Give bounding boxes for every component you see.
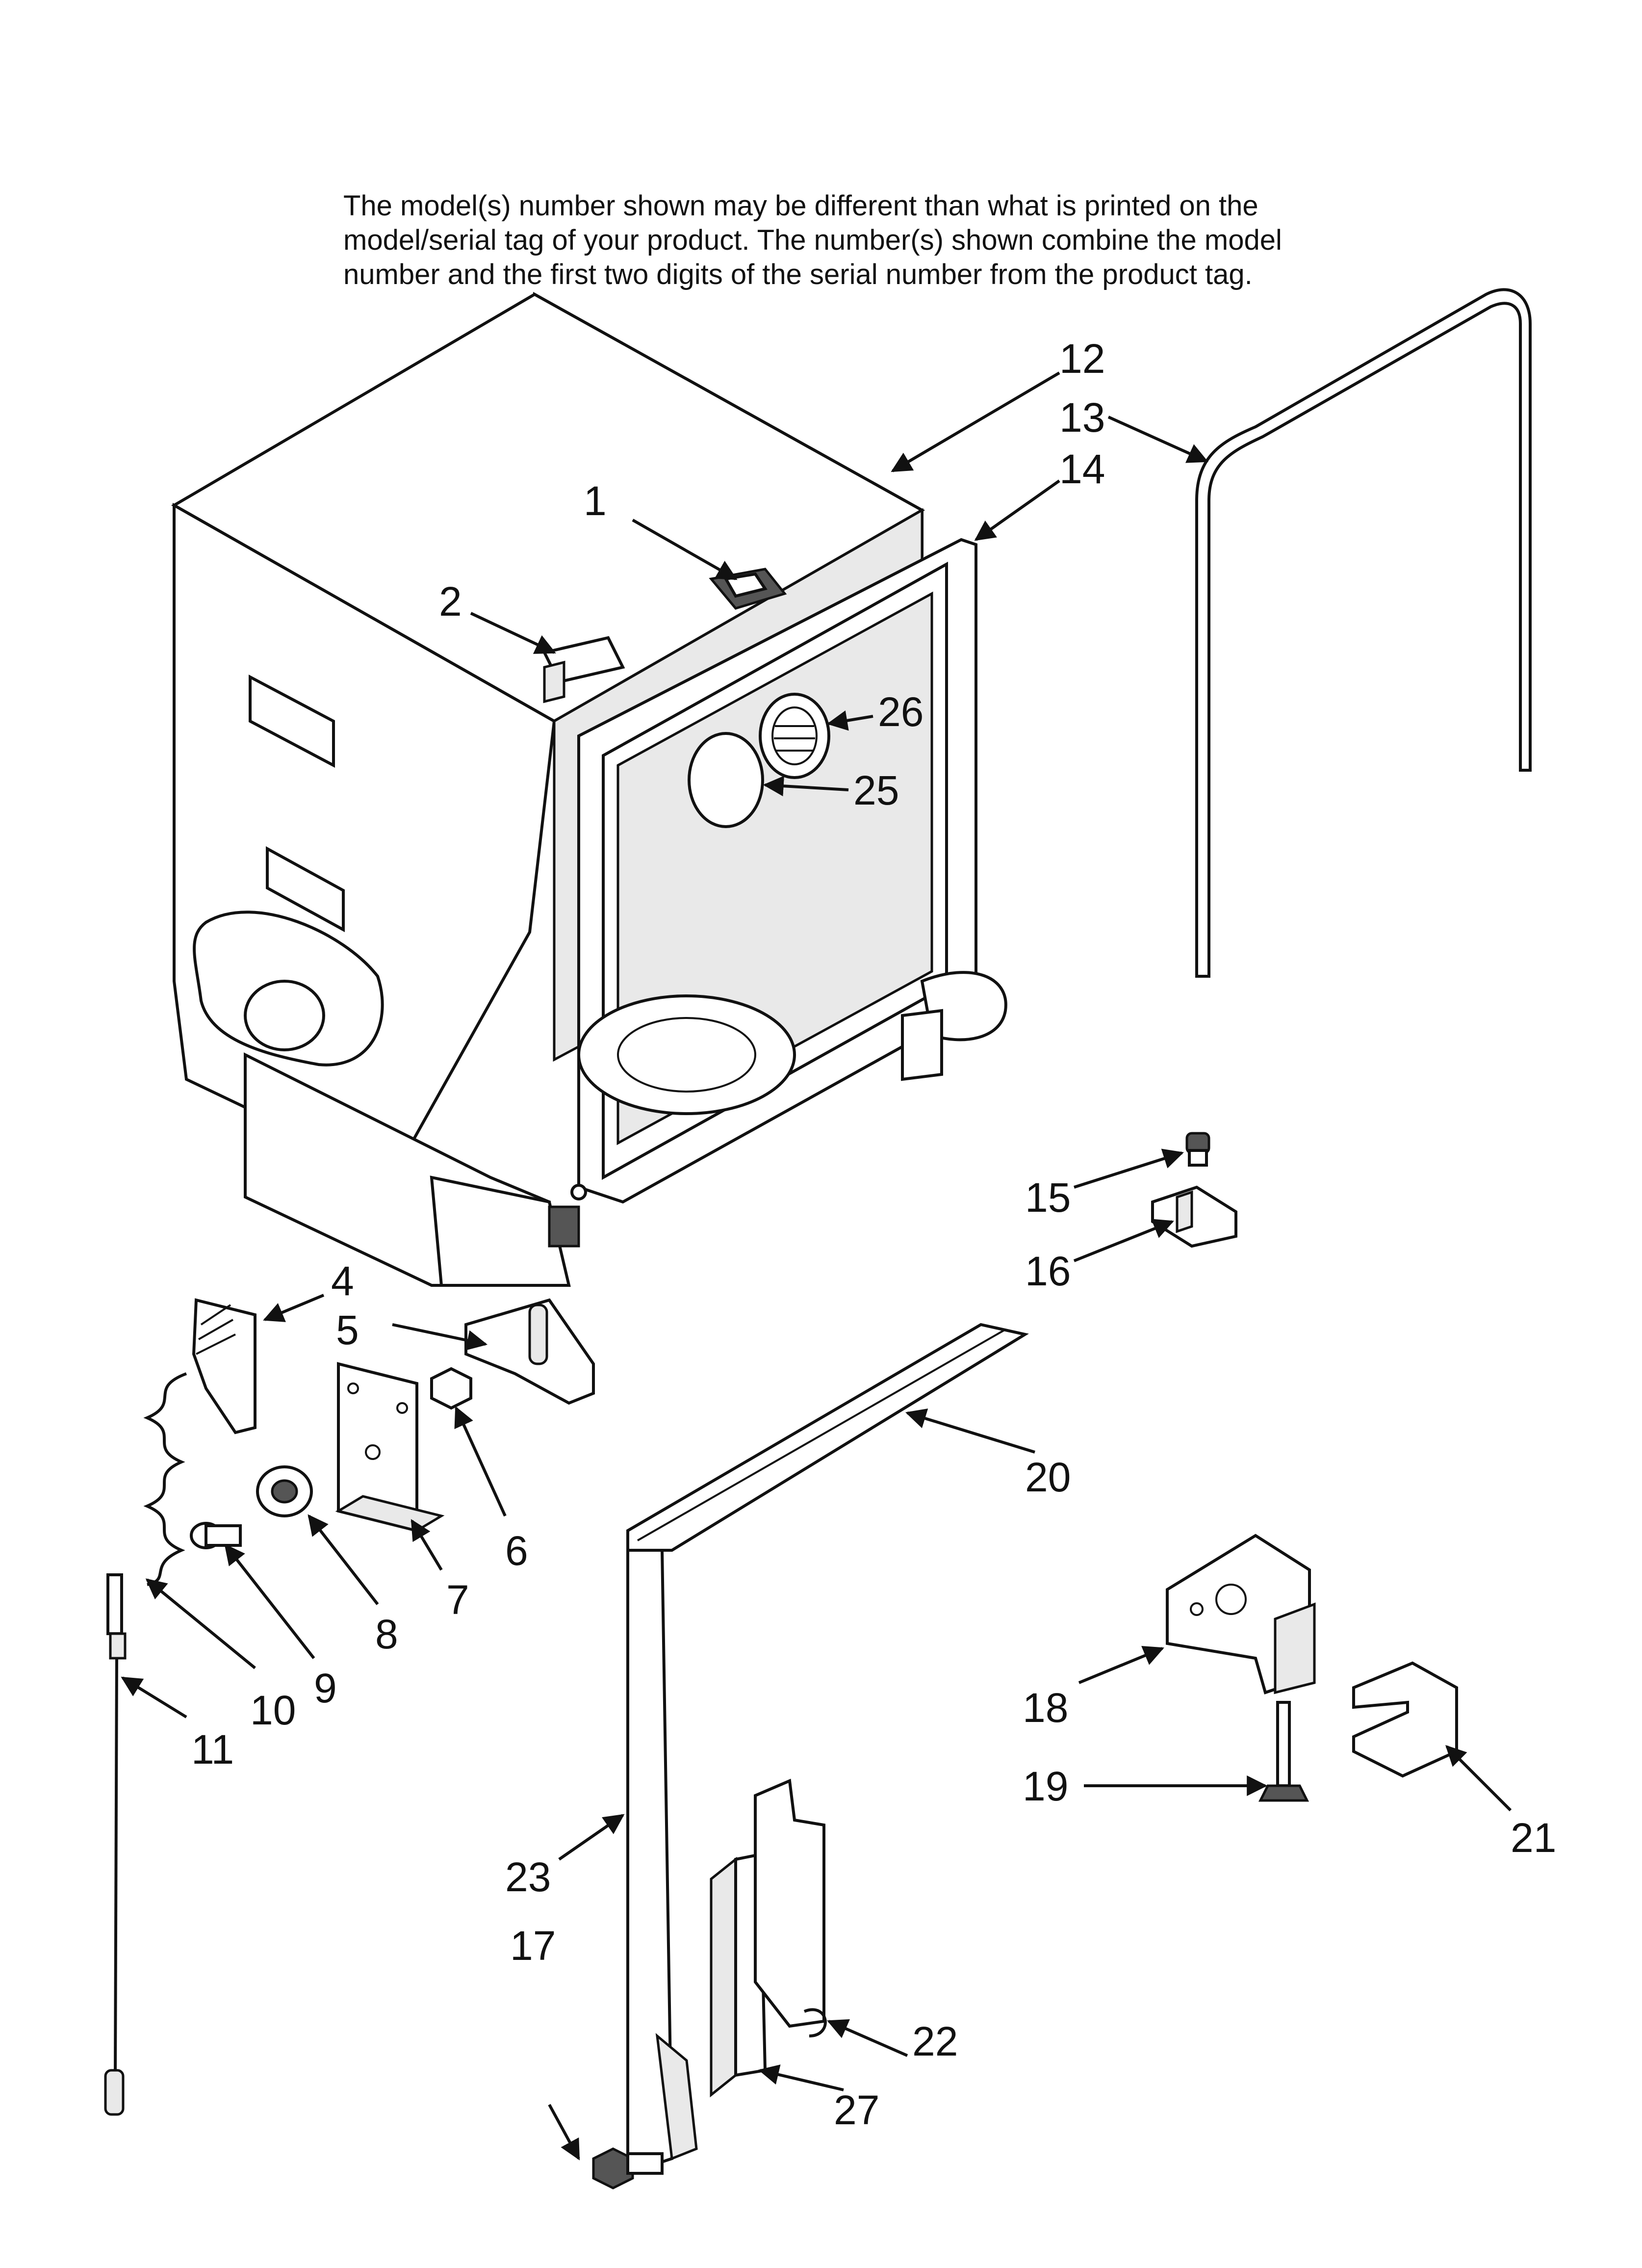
part-7-mounting-plate — [335, 1362, 445, 1533]
callout-6: 6 — [505, 1528, 528, 1574]
callout-12: 12 — [1059, 336, 1105, 382]
part-4-teeth — [196, 1304, 236, 1355]
part-21-cover — [1352, 1661, 1458, 1778]
tub-assembly — [171, 291, 1007, 1287]
part-22-hook — [803, 2008, 827, 2037]
callout-20: 20 — [1025, 1454, 1071, 1500]
callout-15: 15 — [1025, 1174, 1071, 1221]
callout-27: 27 — [834, 2087, 879, 2133]
part-9-pin — [190, 1522, 242, 1549]
part-6-nut — [430, 1367, 472, 1410]
callout-2: 2 — [439, 578, 462, 625]
callout-25: 25 — [853, 767, 899, 813]
callout-23: 23 — [505, 1854, 551, 1900]
note-line-3: number and the first two digits of the s… — [343, 259, 1253, 290]
part-23-bracket — [655, 2033, 698, 2161]
callout-18: 18 — [1023, 1685, 1068, 1731]
part-26-vent-grille — [759, 693, 830, 779]
part-11-cable — [104, 1573, 127, 2116]
callout-14: 14 — [1059, 446, 1105, 492]
callout-10: 10 — [250, 1687, 296, 1733]
part-17-screw — [592, 2147, 664, 2190]
part-25-vent-gasket — [688, 732, 764, 828]
part-20-top-rail — [626, 1323, 1029, 1552]
part-13-door-seal — [1195, 288, 1532, 978]
part-18-leveling-bracket — [1166, 1534, 1316, 1694]
part-8-pulley — [256, 1465, 313, 1517]
callout-11: 11 — [191, 1726, 234, 1773]
callout-21: 21 — [1511, 1815, 1556, 1861]
callout-16: 16 — [1025, 1248, 1071, 1294]
part-22-hinge-plate — [754, 1778, 825, 2028]
note-line-1: The model(s) number shown may be differe… — [343, 190, 1258, 222]
model-number-note: The model(s) number shown may be differe… — [343, 189, 1373, 292]
callout-13: 13 — [1059, 394, 1105, 441]
part-2-clip — [542, 636, 625, 704]
callout-17: 17 — [510, 1923, 556, 1969]
part-15-bumper — [1185, 1132, 1210, 1167]
callout-9: 9 — [314, 1665, 337, 1711]
callout-8: 8 — [375, 1611, 398, 1657]
part-19-leveling-leg — [1258, 1701, 1309, 1802]
callout-26: 26 — [878, 689, 924, 735]
part-10-spring — [143, 1372, 187, 1586]
callout-1: 1 — [584, 478, 607, 524]
part-4-plate — [192, 1298, 257, 1434]
note-line-2: model/serial tag of your product. The nu… — [343, 224, 1282, 256]
callout-22: 22 — [912, 2018, 958, 2064]
callout-5: 5 — [336, 1307, 359, 1353]
callout-numbers: 1 2 12 13 14 26 25 15 16 4 5 6 7 8 9 10 … — [191, 336, 1556, 2133]
part-5-hinge-slot — [528, 1303, 548, 1365]
part-20-rail-groove — [637, 1329, 1006, 1541]
part-27-spacer — [710, 1856, 737, 2098]
callout-7: 7 — [446, 1577, 469, 1623]
callout-19: 19 — [1023, 1763, 1068, 1809]
part-16-bracket — [1151, 1185, 1237, 1248]
callout-4: 4 — [331, 1258, 354, 1304]
leader-lines — [121, 371, 1512, 2161]
